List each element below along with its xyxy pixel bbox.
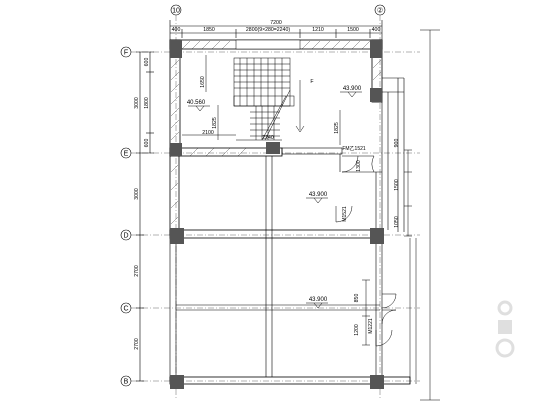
dim-seg-5: 1500 — [347, 27, 359, 33]
dim-seg-3: 2800(9×280=2240) — [246, 27, 290, 33]
stair-dim-1825: 1825 — [212, 117, 218, 129]
door-tag-fm: FM乙1521 — [342, 145, 366, 152]
axis-label-c: C — [123, 306, 128, 313]
elevation-marks — [188, 91, 362, 309]
dim-left-2: 3000 — [134, 188, 140, 200]
walls — [169, 39, 411, 385]
columns — [170, 40, 384, 389]
door-tag-m1221: M1221 — [368, 318, 374, 334]
axis-label-b: B — [124, 379, 129, 386]
dim-seg-6: 400 — [372, 27, 381, 33]
dim-seg-4: 1210 — [312, 27, 324, 33]
room-dim-850: 850 — [354, 294, 360, 303]
elev-label-1: 40.560 — [187, 100, 206, 106]
axis-label-top-left: 10 — [172, 8, 180, 15]
dim-left-3: 2700 — [134, 265, 140, 277]
inner-dims — [182, 55, 341, 145]
axis-label-d: D — [123, 233, 128, 240]
watermark-logo — [495, 300, 515, 358]
dim-left-inner-3: 600 — [144, 139, 150, 148]
axis-label-f: F — [124, 50, 128, 57]
stair-dim-1650: 1650 — [200, 76, 206, 88]
dim-overall: 7200 — [270, 20, 282, 26]
room-dim-1050: 1050 — [394, 216, 400, 228]
dim-seg-2: 1850 — [203, 27, 215, 33]
elev-label-3: 43.900 — [309, 192, 328, 198]
room-dim-1200: 1200 — [354, 324, 360, 336]
right-dims — [362, 149, 412, 346]
stair-arrow — [295, 80, 305, 133]
doors — [335, 155, 397, 347]
stair — [233, 57, 295, 141]
stair-dim-2100: 2100 — [202, 130, 214, 136]
room-dim-1500: 1500 — [394, 179, 400, 191]
axis-label-top-right: ② — [377, 7, 383, 15]
door-tag-m1521: M1521 — [342, 206, 348, 222]
axis-label-e: E — [124, 151, 129, 158]
left-dimension-group — [136, 51, 154, 382]
elev-label-4: 43.900 — [309, 297, 328, 303]
top-dimension-group — [169, 20, 383, 40]
dim-left-inner-2: 1800 — [144, 97, 150, 109]
right-extras — [409, 29, 440, 401]
dim-left-1: 3000 — [134, 97, 140, 109]
elev-label-2: 43.900 — [343, 86, 362, 92]
room-dim-1300: 1300 — [356, 160, 362, 172]
room-dim-900: 900 — [394, 139, 400, 148]
stair-dim-1825-b: 1825 — [334, 122, 340, 134]
dim-left-4: 2700 — [134, 338, 140, 350]
stair-dim-2240: 2240 — [262, 135, 274, 141]
wall-hatch — [170, 40, 382, 225]
dim-left-inner-1: 600 — [144, 58, 150, 67]
stair-label-f: F — [310, 79, 313, 85]
